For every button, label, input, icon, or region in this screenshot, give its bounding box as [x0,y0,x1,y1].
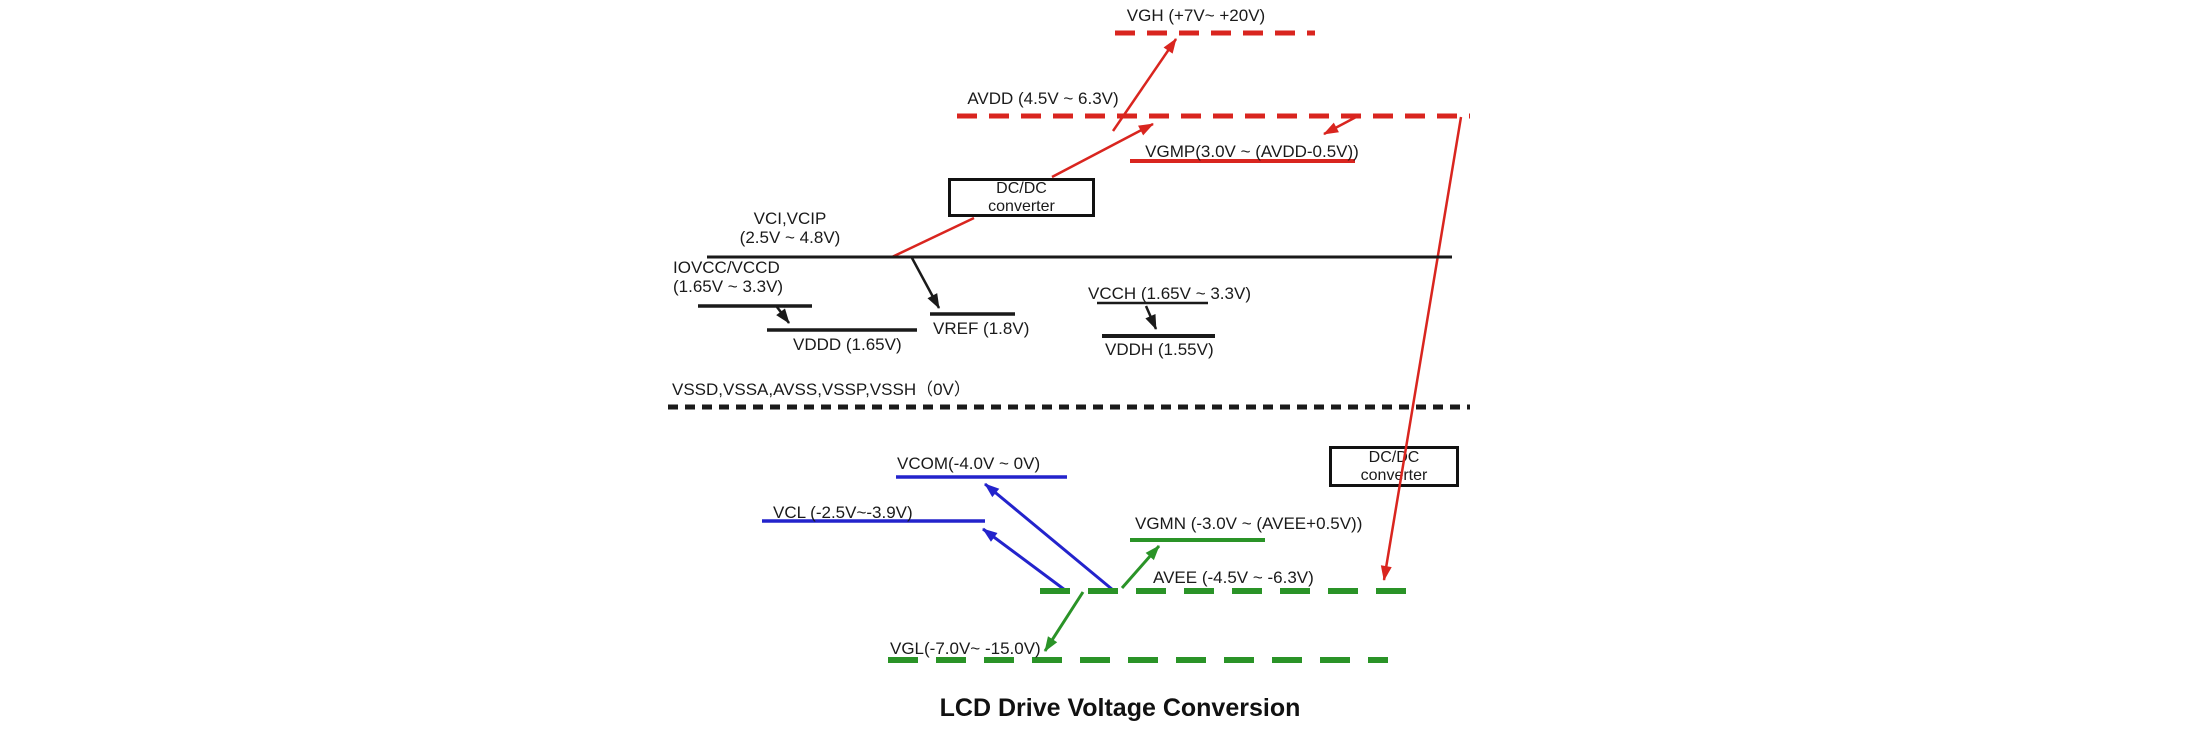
avee-level-label: AVEE (-4.5V ~ -6.3V) [1153,568,1314,587]
vci-level-label: VCI,VCIP (2.5V ~ 4.8V) [739,209,841,247]
vcl-level-label: VCL (-2.5V~-3.9V) [773,503,913,522]
diagram-title: LCD Drive Voltage Conversion [939,694,1301,722]
arrow-vci-to-vref [910,257,941,309]
arrow-avdd-to-vgh [1111,38,1178,132]
vgh-level-label: VGH (+7V~ +20V) [1126,6,1266,25]
arrow-avee-to-vgmn [1120,545,1161,589]
vcom-level-label: VCOM(-4.0V ~ 0V) [897,454,1041,473]
arrow-iovcc-to-vddd [776,306,790,324]
vref-level-label: VREF (1.8V) [933,319,1030,338]
arrow-vcch-to-vddh [1144,305,1158,330]
arrow-dcdc-to-avdd [1051,122,1154,179]
vgmn-level-label: VGMN (-3.0V ~ (AVEE+0.5V)) [1135,514,1363,533]
arrow-avee-to-vcl [982,527,1066,592]
avdd-level-label: AVDD (4.5V ~ 6.3V) [967,89,1119,108]
wire-vci-to-dcdc-top [891,216,975,259]
arrow-avee-to-vcom [984,482,1114,592]
iovcc-level-label: IOVCC/VCCD (1.65V ~ 3.3V) [673,258,784,296]
vddd-level-label: VDDD (1.65V) [793,335,902,354]
dcdc-converter-box-top: DC/DC converter [948,178,1095,217]
arrow-avee-to-vgl [1043,591,1085,652]
arrow-avdd-to-vgmp [1323,114,1359,136]
vss-ground-label: VSSD,VSSA,AVSS,VSSP,VSSH（0V） [672,380,971,399]
vgl-level-label: VGL(-7.0V~ -15.0V) [890,639,1041,658]
vcch-level-label: VCCH (1.65V ~ 3.3V) [1088,284,1251,303]
vgmp-level-label: VGMP(3.0V ~ (AVDD-0.5V)) [1145,142,1359,161]
arrow-avdd-to-avee [1380,116,1463,581]
dcdc-converter-box-bottom: DC/DC converter [1329,446,1459,487]
vddh-level-label: VDDH (1.55V) [1105,340,1214,359]
